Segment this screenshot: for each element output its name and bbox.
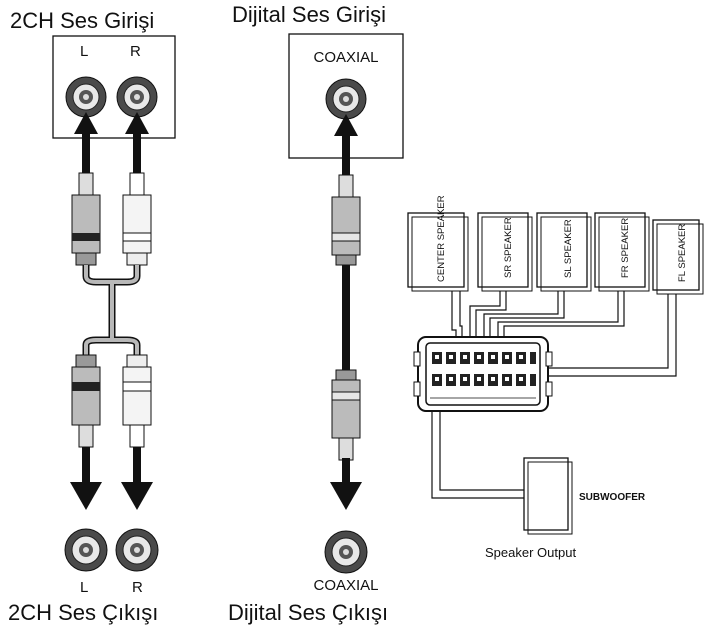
speaker-terminal-block (413, 336, 553, 412)
right-input-jack-icon (116, 76, 158, 118)
coaxial-input-jack-icon (325, 78, 367, 120)
speaker-sr-label: SR SPEAKER (503, 217, 514, 278)
speaker-sl-label: SL SPEAKER (563, 219, 574, 278)
speaker-fl: FL SPEAKER (652, 219, 704, 295)
speaker-sl: SL SPEAKER (536, 212, 592, 292)
right-output-jack-icon (115, 528, 159, 572)
coaxial-output-label: COAXIAL (313, 577, 378, 594)
rca-y-cable-fill (84, 265, 139, 355)
speaker-fl-label: FL SPEAKER (677, 224, 688, 282)
analog-output-arrow-icons (70, 447, 153, 510)
digital-input-title: Dijital Ses Girişi (232, 2, 386, 27)
analog-input-title: 2CH Ses Girişi (10, 8, 154, 33)
coaxial-input-label: COAXIAL (313, 49, 378, 66)
right-jack-label: R (130, 43, 141, 60)
left-input-jack-icon (65, 76, 107, 118)
upper-right-rca-plug-icon (122, 172, 152, 266)
speaker-wires (431, 291, 677, 499)
left-output-label: L (80, 579, 88, 596)
subwoofer-icon (523, 457, 573, 535)
subwoofer-label: SUBWOOFER (579, 492, 646, 503)
upper-left-rca-plug-icon (71, 172, 101, 266)
analog-output-title: 2CH Ses Çıkışı (8, 600, 158, 625)
speaker-sr: SR SPEAKER (477, 212, 533, 292)
coaxial-cable (331, 174, 361, 461)
lower-right-rca-plug-icon (122, 354, 152, 448)
digital-output-title: Dijital Ses Çıkışı (228, 600, 388, 625)
left-jack-label: L (80, 43, 88, 60)
speaker-center: CENTER SPEAKER (407, 195, 469, 292)
right-output-label: R (132, 579, 143, 596)
analog-input-arrow-icons (74, 112, 149, 174)
left-output-jack-icon (64, 528, 108, 572)
coaxial-output-jack-icon (324, 530, 368, 574)
speaker-center-label: CENTER SPEAKER (436, 195, 447, 282)
speaker-fr-label: FR SPEAKER (620, 218, 631, 278)
lower-left-rca-plug-icon (71, 354, 101, 448)
coaxial-output-arrow-icon (330, 458, 362, 510)
speaker-fr: FR SPEAKER (594, 212, 650, 292)
coaxial-input-arrow-icon (334, 114, 358, 178)
speaker-output-label: Speaker Output (485, 545, 576, 560)
